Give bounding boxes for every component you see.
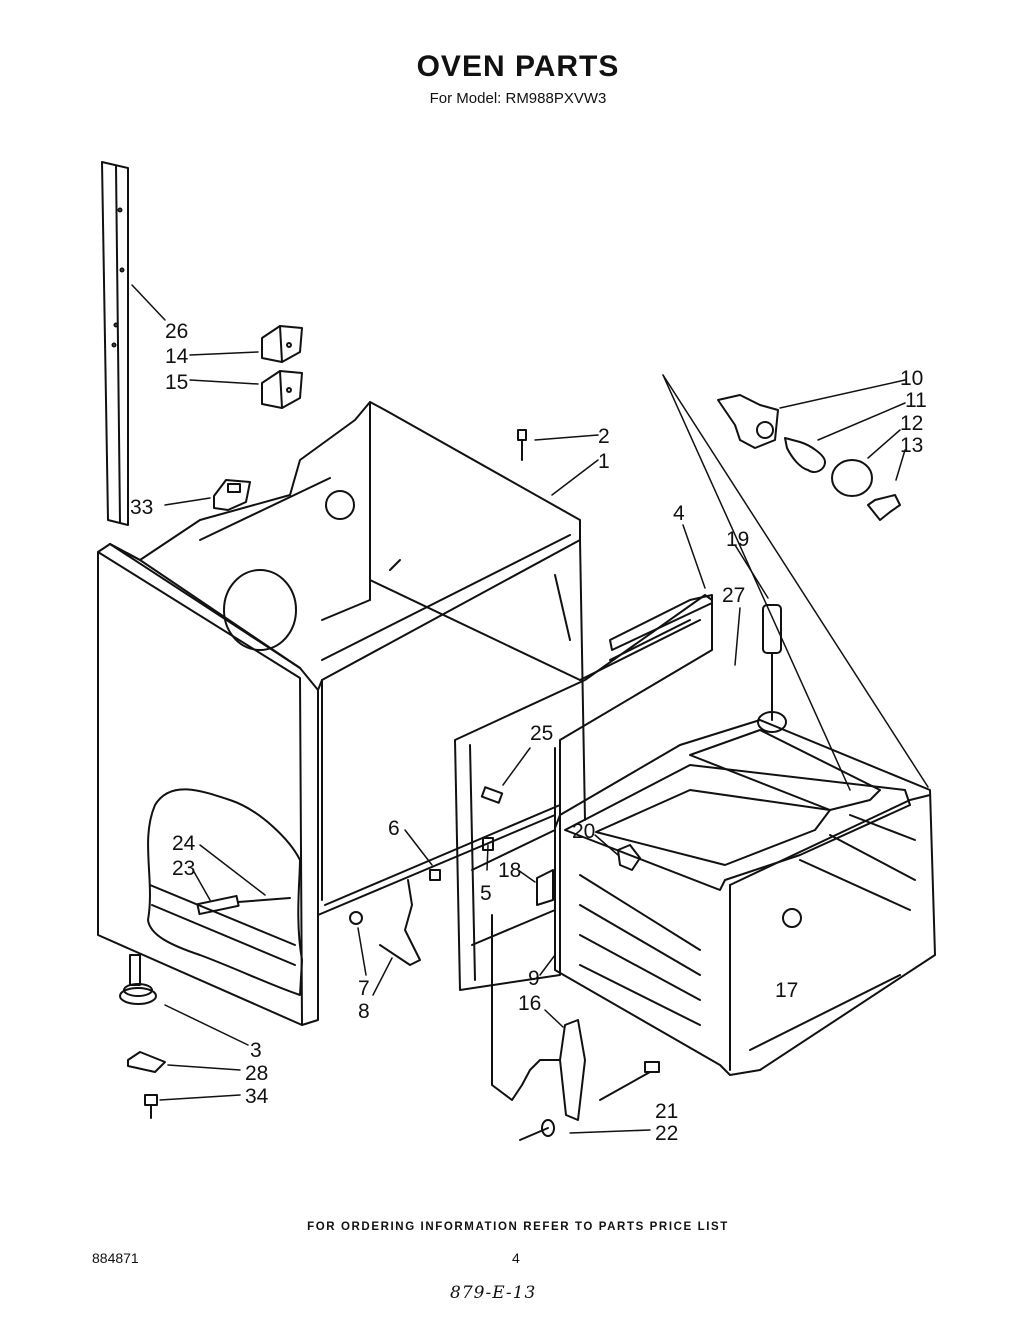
page-number: 4 — [512, 1250, 520, 1266]
callout-label: 1 — [598, 450, 610, 473]
part-34-screw — [144, 1094, 158, 1119]
part-16-hinge — [491, 914, 586, 1121]
callout-label: 17 — [775, 979, 798, 1002]
part-2-screw — [517, 429, 527, 461]
callout-label: 26 — [165, 320, 188, 343]
callout-label: 14 — [165, 345, 189, 368]
model-subtitle: For Model: RM988PXVW3 — [429, 90, 607, 107]
callout-label: 24 — [172, 832, 196, 855]
callout-label: 33 — [130, 496, 153, 519]
callout-labels: 26 14 15 33 2 1 10 11 12 13 4 19 27 25 2… — [130, 320, 927, 1145]
oven-liner — [554, 719, 936, 1076]
document-number: 884871 — [92, 1250, 139, 1266]
door-frame — [454, 594, 713, 991]
callout-label: 23 — [172, 857, 195, 880]
part-22-clip — [519, 1119, 555, 1141]
callout-label: 5 — [480, 882, 492, 905]
part-10-13-light-assembly — [717, 394, 901, 521]
callout-label: 20 — [572, 820, 595, 843]
handwritten-note: 879-E-13 — [450, 1283, 537, 1303]
callout-label: 4 — [673, 502, 685, 525]
callout-label: 11 — [905, 389, 927, 412]
callout-label: 18 — [498, 859, 521, 882]
callout-label: 21 — [655, 1100, 678, 1123]
part-25-sensor — [480, 786, 504, 804]
part-23-24-element — [196, 894, 291, 916]
callout-label: 12 — [900, 412, 923, 435]
cabinet-frame — [109, 401, 586, 916]
page-title: OVEN PARTS — [416, 50, 620, 83]
callout-label: 6 — [388, 817, 400, 840]
callout-label: 2 — [598, 425, 610, 448]
ordering-footer: FOR ORDERING INFORMATION REFER TO PARTS … — [307, 1221, 729, 1233]
part-14-block — [261, 325, 303, 363]
callout-label: 3 — [250, 1039, 262, 1062]
callout-label: 25 — [530, 722, 553, 745]
part-21-screw — [599, 1061, 660, 1101]
cabinet-side-panel — [97, 543, 319, 1026]
callout-label: 15 — [165, 371, 188, 394]
part-20-clip — [617, 844, 641, 871]
part-4-rail — [609, 594, 713, 651]
leader-lines — [131, 284, 929, 1134]
callout-label: 7 — [358, 977, 370, 1000]
part-6-7-8-hinge — [349, 869, 441, 966]
callout-label: 16 — [518, 992, 541, 1015]
callout-label: 27 — [722, 584, 745, 607]
callout-label: 34 — [245, 1085, 269, 1108]
callout-label: 10 — [900, 367, 923, 390]
cabinet-cutaway — [147, 788, 303, 996]
part-19-tube — [757, 604, 787, 733]
callout-label: 22 — [655, 1122, 678, 1145]
callout-label: 9 — [528, 967, 540, 990]
part-28-bracket — [127, 1051, 166, 1073]
callout-label: 19 — [726, 528, 749, 551]
part-3-leveling-leg — [119, 954, 157, 1005]
callout-label: 8 — [358, 1000, 370, 1023]
part-26-side-rail — [101, 161, 129, 526]
callout-label: 28 — [245, 1062, 268, 1085]
part-33-switch — [213, 479, 251, 511]
part-15-block — [261, 370, 303, 409]
callout-label: 13 — [900, 434, 923, 457]
